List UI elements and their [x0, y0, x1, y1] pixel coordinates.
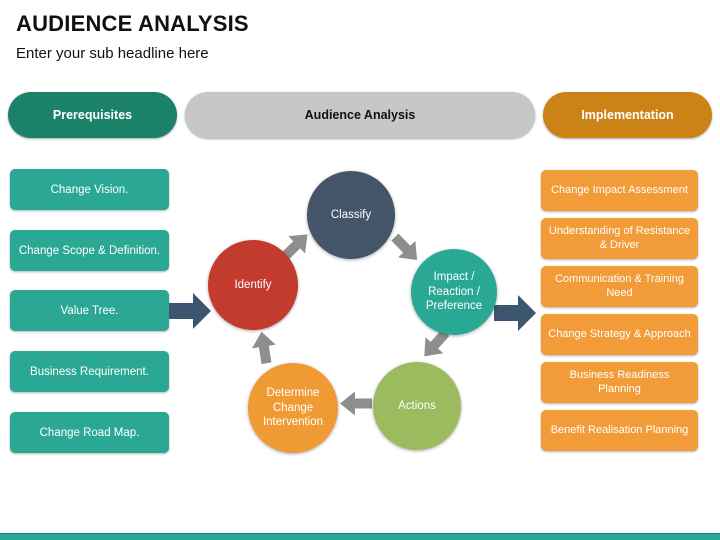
cycle-arrow-classify-to-impact-icon [386, 228, 426, 268]
implementation-box-label: Change Strategy & Approach [548, 327, 691, 340]
prerequisite-box-change-vision: Change Vision. [10, 169, 169, 210]
cycle-circle-actions: Actions [373, 362, 461, 450]
prerequisite-box-change-scope: Change Scope & Definition. [10, 230, 169, 271]
page-title: AUDIENCE ANALYSIS [16, 11, 249, 36]
prerequisite-box-label: Value Tree. [60, 304, 119, 317]
prerequisite-box-label: Change Road Map. [39, 426, 140, 439]
cycle-circle-impact-reaction-preference: Impact / Reaction / Preference [411, 249, 497, 335]
implementation-box-change-strategy: Change Strategy & Approach [541, 314, 698, 355]
page-subtitle: Enter your sub headline here [16, 45, 209, 62]
cycle-circle-label: Identify [234, 278, 272, 291]
cycle-circle-classify: Classify [307, 171, 395, 259]
cycle-circle-label: Actions [398, 399, 436, 412]
prerequisite-box-business-requirement: Business Requirement. [10, 351, 169, 392]
cycle-arrow-actions-to-determine-icon [340, 391, 372, 416]
prerequisite-box-value-tree: Value Tree. [10, 290, 169, 331]
implementation-box-understanding-resistance: Understanding of Resistance & Driver [541, 218, 698, 259]
cycle-arrow-determine-to-identify-icon [249, 330, 279, 366]
header-pill-audience-analysis: Audience Analysis [185, 92, 535, 138]
implementation-box-communication-training: Communication & Training Need [541, 266, 698, 307]
implementation-box-label: Understanding of Resistance & Driver [548, 224, 691, 251]
prerequisite-box-label: Business Requirement. [30, 365, 149, 378]
cycle-circle-determine-change-intervention: Determine Change Intervention [248, 363, 338, 453]
cycle-circle-label: Determine Change Intervention [262, 386, 324, 429]
implementation-box-label: Communication & Training Need [554, 272, 684, 299]
header-pill-prerequisites: Prerequisites [8, 92, 177, 138]
implementation-box-label: Business Readiness Planning [569, 368, 670, 395]
cycle-circle-identify: Identify [208, 240, 298, 330]
header-pill-implementation: Implementation [543, 92, 712, 138]
implementation-box-label: Benefit Realisation Planning [550, 423, 689, 436]
flow-arrow-right-icon [494, 295, 536, 331]
header-pill-prerequisites-label: Prerequisites [52, 108, 133, 122]
implementation-box-change-impact: Change Impact Assessment [541, 170, 698, 211]
implementation-box-benefit-realisation: Benefit Realisation Planning [541, 410, 698, 451]
cycle-circle-label: Classify [330, 208, 372, 221]
implementation-box-label: Change Impact Assessment [551, 183, 688, 196]
cycle-arrow-impact-to-actions-icon [415, 324, 455, 365]
header-pill-implementation-label: Implementation [581, 108, 674, 122]
prerequisite-box-change-road-map: Change Road Map. [10, 412, 169, 453]
cycle-arrow-identify-to-classify-icon [276, 225, 316, 265]
cycle-circle-label: Impact / Reaction / Preference [425, 270, 483, 313]
prerequisite-box-label: Change Vision. [50, 183, 129, 196]
prerequisite-box-label: Change Scope & Definition. [18, 244, 161, 257]
header-pill-audience-analysis-label: Audience Analysis [304, 108, 416, 122]
footer-accent-bar [0, 533, 720, 540]
flow-arrow-left-icon [169, 293, 211, 329]
implementation-box-business-readiness: Business Readiness Planning [541, 362, 698, 403]
